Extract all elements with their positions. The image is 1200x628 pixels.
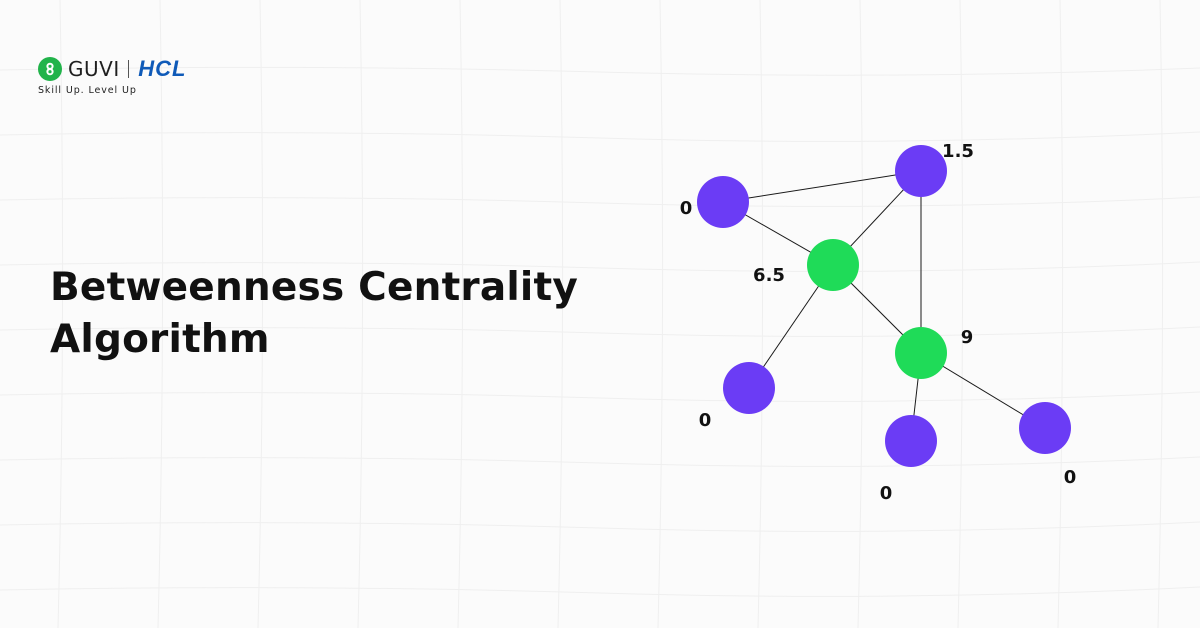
node-score-label-n1: 0 — [680, 198, 693, 219]
node-score-label-n4: 9 — [961, 327, 974, 348]
page-title: Betweenness Centrality Algorithm — [50, 262, 650, 366]
node-score-label-n5: 0 — [699, 410, 712, 431]
graph-node-n6 — [885, 415, 937, 467]
guvi-wordmark: GUVI — [68, 57, 120, 81]
brand-header: GUVI HCL Skill Up. Level Up — [38, 56, 298, 102]
graph-node-labels: 0 1.5 6.5 9 0 0 0 — [680, 141, 1077, 504]
title-line-2: Algorithm — [50, 317, 270, 362]
graph-node-n3 — [807, 239, 859, 291]
graph-node-n5 — [723, 362, 775, 414]
graph-nodes — [697, 145, 1071, 467]
node-score-label-n7: 0 — [1064, 467, 1077, 488]
brand-divider — [127, 60, 130, 78]
title-line-1: Betweenness Centrality — [50, 265, 578, 310]
guvi-logo-icon — [38, 57, 62, 81]
hcl-wordmark: HCL — [138, 56, 187, 81]
graph-node-n7 — [1019, 402, 1071, 454]
brand-logos: GUVI HCL — [38, 56, 298, 82]
graph-node-n2 — [895, 145, 947, 197]
graph-node-n1 — [697, 176, 749, 228]
node-score-label-n3: 6.5 — [753, 265, 785, 286]
brand-tagline: Skill Up. Level Up — [38, 85, 137, 96]
edge-n1-n2 — [722, 170, 922, 203]
node-score-label-n6: 0 — [880, 483, 893, 504]
graph-node-n4 — [895, 327, 947, 379]
node-score-label-n2: 1.5 — [942, 141, 974, 162]
